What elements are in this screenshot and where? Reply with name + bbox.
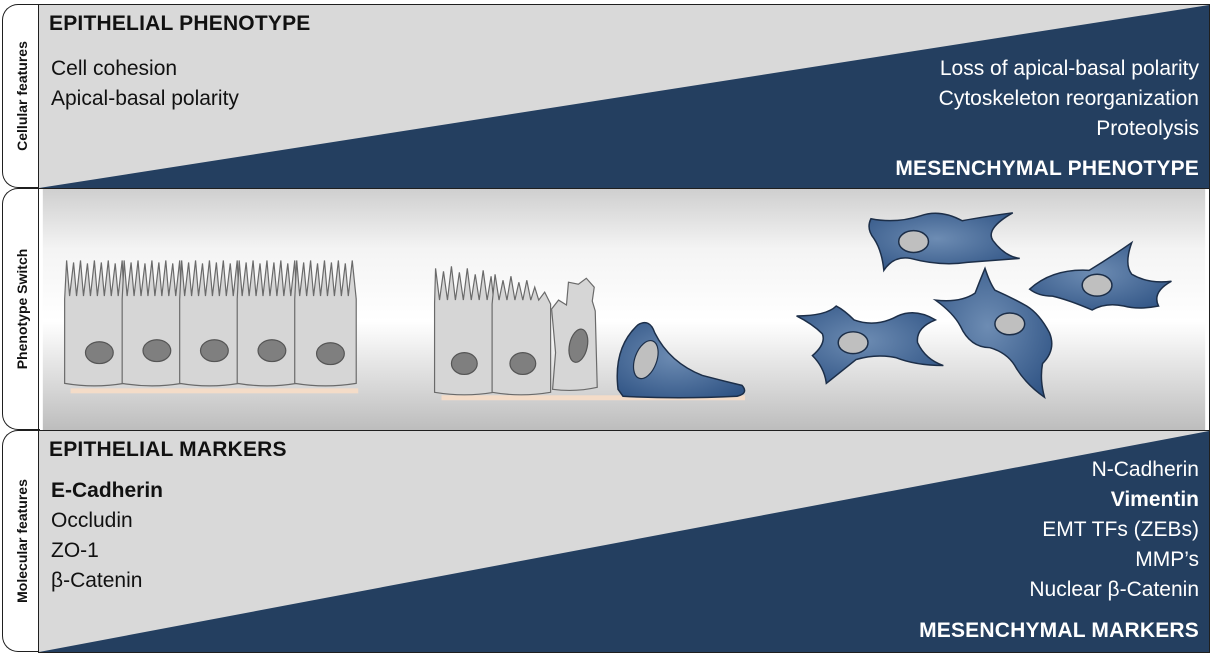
- nucleus: [142, 339, 172, 363]
- side-tab-phenotype: Phenotype Switch: [2, 188, 40, 430]
- mesenchymal-cell: [1028, 240, 1172, 311]
- mesenchymal-phenotype-title: MESENCHYMAL PHENOTYPE: [895, 157, 1199, 180]
- nucleus: [199, 339, 229, 363]
- nucleus: [257, 339, 287, 363]
- basement-membrane: [441, 395, 745, 401]
- molecular-epithelial-item: ZO-1: [51, 539, 99, 562]
- side-label-phenotype: Phenotype Switch: [13, 248, 30, 370]
- epithelial-phenotype-title: EPITHELIAL PHENOTYPE: [49, 12, 311, 35]
- molecular-epithelial-item: β-Catenin: [51, 569, 143, 592]
- nucleus: [568, 328, 589, 363]
- molecular-mesenchymal-item: Vimentin: [1110, 488, 1199, 511]
- mesenchymal-cells: [796, 212, 1172, 400]
- side-label-cellular: Cellular features: [13, 41, 30, 151]
- molecular-epithelial-item: Occludin: [51, 509, 133, 532]
- cellular-mesenchymal-item: Proteolysis: [1096, 117, 1199, 140]
- cellular-epithelial-item: Apical-basal polarity: [51, 87, 239, 110]
- mesenchymal-wedge: [39, 431, 1209, 652]
- cellular-epithelial-item: Cell cohesion: [51, 57, 178, 80]
- mesenchymal-cell: [868, 212, 1020, 273]
- transitioning-cells: [433, 266, 746, 401]
- cellular-wedge-graphic: [39, 5, 1209, 188]
- molecular-epithelial-item: E-Cadherin: [51, 479, 164, 502]
- molecular-mesenchymal-item: Nuclear β-Catenin: [1029, 578, 1199, 601]
- mesenchymal-markers-title: MESENCHYMAL MARKERS: [919, 619, 1199, 642]
- epithelial-cell: [433, 266, 495, 396]
- epithelial-cell: [491, 274, 552, 396]
- epithelial-cell-sheet: [64, 260, 359, 394]
- cellular-features-panel: EPITHELIAL PHENOTYPE Cell cohesion Apica…: [38, 4, 1210, 189]
- epithelial-cell: [179, 260, 240, 387]
- epithelial-cell: [121, 260, 183, 387]
- nucleus: [84, 341, 114, 365]
- nucleus: [632, 339, 659, 380]
- transitioning-cell: [550, 277, 598, 392]
- side-label-molecular: Molecular features: [13, 479, 30, 603]
- mesenchymal-cell-early: [616, 321, 746, 399]
- mesenchymal-wedge: [39, 5, 1209, 188]
- epithelial-cell: [236, 260, 298, 387]
- nucleus: [315, 342, 345, 366]
- side-tab-cellular: Cellular features: [2, 4, 40, 188]
- molecular-mesenchymal-item: EMT TFs (ZEBs): [1042, 518, 1199, 541]
- side-tab-molecular: Molecular features: [2, 430, 40, 652]
- nucleus: [509, 352, 537, 376]
- epithelial-cell: [64, 260, 125, 387]
- epithelial-markers-title: EPITHELIAL MARKERS: [49, 438, 287, 461]
- molecular-wedge-graphic: [39, 431, 1209, 652]
- molecular-features-panel: EPITHELIAL MARKERS E-Cadherin Occludin Z…: [38, 430, 1210, 653]
- phenotype-switch-illustration: [42, 189, 1206, 430]
- cellular-mesenchymal-item: Loss of apical-basal polarity: [939, 57, 1199, 80]
- molecular-mesenchymal-item: MMP’s: [1135, 548, 1199, 571]
- nucleus: [450, 352, 478, 376]
- molecular-mesenchymal-item: N-Cadherin: [1091, 458, 1199, 481]
- cellular-mesenchymal-item: Cytoskeleton reorganization: [938, 87, 1199, 110]
- epithelial-cell: [294, 260, 357, 387]
- basement-membrane: [70, 388, 359, 394]
- phenotype-switch-panel: [38, 188, 1210, 431]
- mesenchymal-cell: [796, 305, 944, 385]
- mesenchymal-cell: [932, 266, 1053, 400]
